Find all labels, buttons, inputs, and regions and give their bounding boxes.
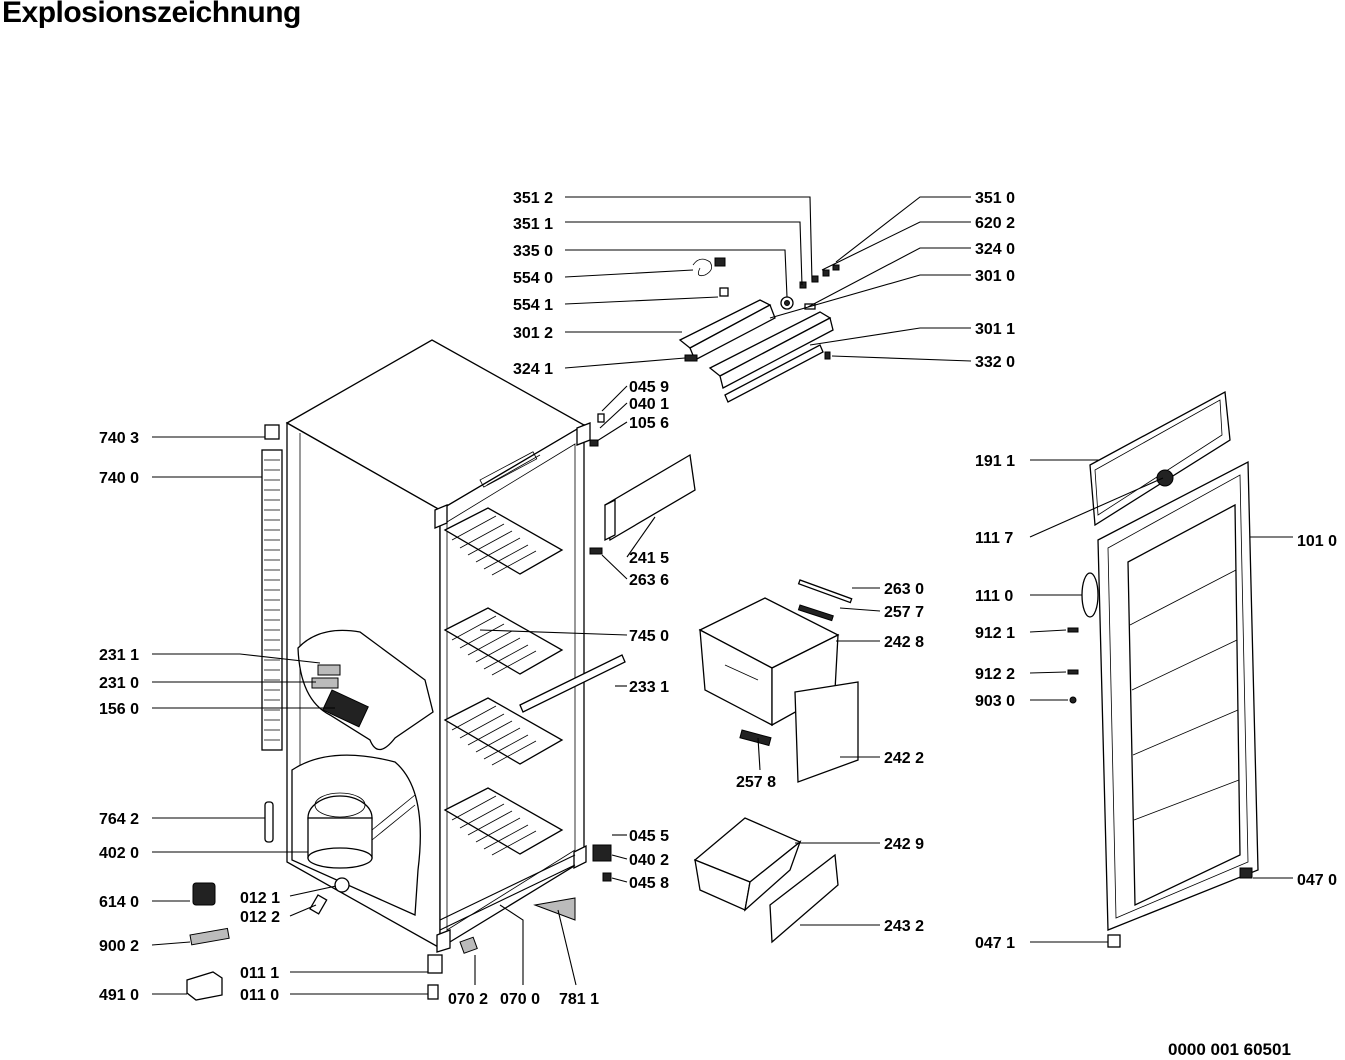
part-351-1: 351 1 (513, 216, 553, 233)
part-740-0: 740 0 (99, 470, 139, 487)
part-233-1: 233 1 (629, 679, 669, 696)
shelf-1 (443, 507, 564, 576)
part-070-2: 070 2 (448, 991, 488, 1008)
part-257-8: 257 8 (736, 774, 776, 791)
part-045-8: 045 8 (629, 875, 669, 892)
drawing-layer (186, 257, 1259, 1001)
part-301-0: 301 0 (975, 268, 1015, 285)
part-040-1: 040 1 (629, 396, 669, 413)
part-011-0: 011 0 (240, 987, 279, 1004)
part-011-1: 011 1 (240, 965, 279, 982)
part-012-1: 012 1 (240, 890, 280, 907)
part-740-3: 740 3 (99, 430, 139, 447)
condenser-drawing (261, 424, 283, 751)
part-047-1: 047 1 (975, 935, 1015, 952)
shelf-3 (443, 697, 564, 766)
part-620-2: 620 2 (975, 215, 1015, 232)
part-241-5: 241 5 (629, 550, 669, 567)
part-335-0: 335 0 (513, 243, 553, 260)
shelves-drawing (443, 507, 564, 856)
door-drawing (1067, 390, 1259, 948)
compressor-drawing (291, 754, 421, 916)
part-012-2: 012 2 (240, 909, 280, 926)
part-labels: 351 2 351 1 335 0 554 0 554 1 301 2 324 … (99, 190, 1337, 1008)
part-351-0: 351 0 (975, 190, 1015, 207)
part-263-6: 263 6 (629, 572, 669, 589)
part-900-2: 900 2 (99, 938, 139, 955)
part-231-1: 231 1 (99, 647, 139, 664)
part-903-0: 903 0 (975, 693, 1015, 710)
part-101-0: 101 0 (1297, 533, 1337, 550)
part-111-0: 111 0 (975, 588, 1013, 605)
control-assembly-drawing (678, 257, 840, 403)
part-764-2: 764 2 (99, 811, 139, 828)
part-242-2: 242 2 (884, 750, 924, 767)
part-912-1: 912 1 (975, 625, 1015, 642)
part-781-1: 781 1 (559, 991, 599, 1008)
part-242-9: 242 9 (884, 836, 924, 853)
part-045-5: 045 5 (629, 828, 669, 845)
part-332-0: 332 0 (975, 354, 1015, 371)
part-554-0: 554 0 (513, 270, 553, 287)
part-231-0: 231 0 (99, 675, 139, 692)
part-351-2: 351 2 (513, 190, 553, 207)
part-257-7: 257 7 (884, 604, 924, 621)
part-614-0: 614 0 (99, 894, 139, 911)
part-912-2: 912 2 (975, 666, 1015, 683)
part-070-0: 070 0 (500, 991, 540, 1008)
shelf-2 (443, 607, 564, 676)
part-491-0: 491 0 (99, 987, 139, 1004)
part-191-1: 191 1 (975, 453, 1015, 470)
part-263-0: 263 0 (884, 581, 924, 598)
part-047-0: 047 0 (1297, 872, 1337, 889)
part-402-0: 402 0 (99, 845, 139, 862)
part-745-0: 745 0 (629, 628, 669, 645)
part-111-7: 111 7 (975, 530, 1013, 547)
door-shelf-drawing (519, 453, 696, 713)
small-parts-drawing (186, 413, 612, 1001)
leader-lines (151, 196, 1293, 995)
shelf-4 (443, 787, 564, 856)
part-040-2: 040 2 (629, 852, 669, 869)
part-324-0: 324 0 (975, 241, 1015, 258)
part-554-1: 554 1 (513, 297, 553, 314)
part-243-2: 243 2 (884, 918, 924, 935)
drawer-upper-drawing (698, 579, 859, 783)
page-title: Explosionszeichnung (2, 0, 301, 29)
evaporator-drawing (297, 629, 434, 751)
part-242-8: 242 8 (884, 634, 924, 651)
part-324-1: 324 1 (513, 361, 553, 378)
part-301-2: 301 2 (513, 325, 553, 342)
part-156-0: 156 0 (99, 701, 139, 718)
part-301-1: 301 1 (975, 321, 1015, 338)
part-045-9: 045 9 (629, 379, 669, 396)
document-number: 0000 001 60501 (1168, 1040, 1291, 1059)
part-105-6: 105 6 (629, 415, 669, 432)
drawer-lower-drawing (533, 817, 839, 944)
